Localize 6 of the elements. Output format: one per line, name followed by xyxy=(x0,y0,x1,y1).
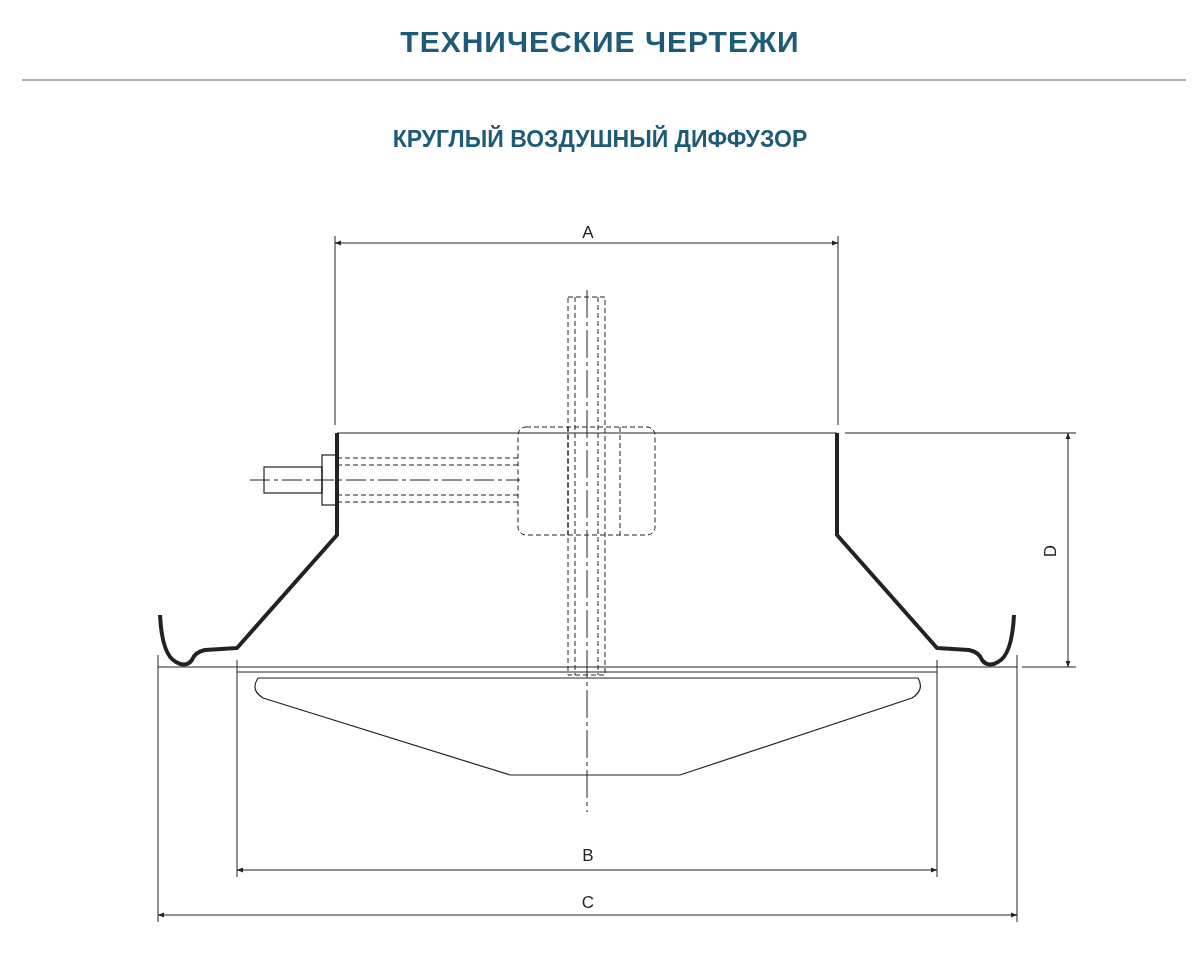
dimension-label: C xyxy=(581,893,595,913)
dimension-label: D xyxy=(1041,544,1061,558)
dimension-label: A xyxy=(582,223,594,243)
dimension-label: B xyxy=(582,846,594,866)
page-title: ТЕХНИЧЕСКИЕ ЧЕРТЕЖИ xyxy=(399,24,801,60)
drawing-subtitle: КРУГЛЫЙ ВОЗДУШНЫЙ ДИФФУЗОР xyxy=(391,124,809,154)
